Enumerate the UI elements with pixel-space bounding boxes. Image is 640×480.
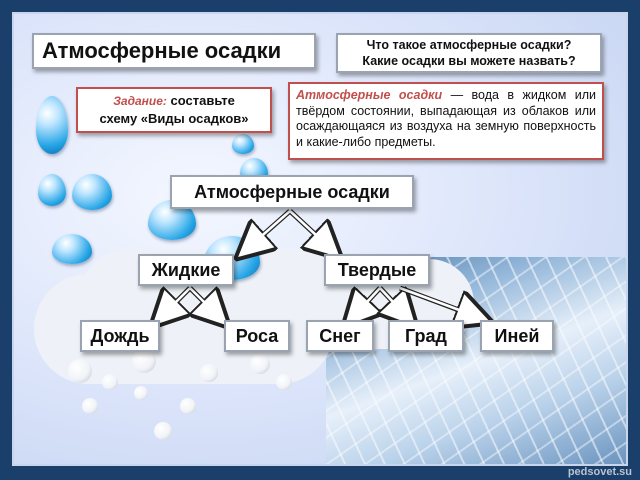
water-drop [232,134,254,154]
water-drop [52,234,92,264]
hail-ball [68,359,92,383]
hail-ball [132,349,156,373]
diagram-root-node: Атмосферные осадки [170,175,414,209]
question-line-1: Что такое атмосферные осадки? [366,38,572,52]
hail-ball [102,374,118,390]
task-box: Задание: составьте схему «Виды осадков» [76,87,272,133]
task-label: Задание: [113,94,167,108]
task-text-1: составьте [170,93,235,108]
diagram-leaf-dew: Роса [224,320,290,352]
hail-ball [134,386,148,400]
hail-ball [82,398,98,414]
diagram-node-solid: Твердые [324,254,430,286]
question-line-2: Какие осадки вы можете назвать? [362,54,576,68]
diagram-leaf-frost: Иней [480,320,554,352]
diagram-leaf-rain: Дождь [80,320,160,352]
hail-ball [154,422,172,440]
slide-background [12,12,628,466]
hail-ball [200,364,218,382]
diagram-leaf-snow: Снег [306,320,374,352]
hail-ball [250,354,270,374]
watermark: pedsovet.su [567,466,632,478]
water-drop [38,174,66,206]
task-text-2: схему «Виды осадков» [99,111,249,126]
definition-term: Атмосферные осадки [296,88,443,102]
task-line-1: Задание: составьте [113,92,235,110]
question-box: Что такое атмосферные осадки? Какие осад… [336,33,602,73]
frost-decoration [326,257,626,464]
diagram-node-liquid: Жидкие [138,254,234,286]
water-drop [36,96,68,154]
hail-ball [180,398,196,414]
hail-ball [276,374,292,390]
water-drop [72,174,112,210]
definition-box: Атмосферные осадки — вода в жидком или т… [288,82,604,160]
definition-text: — вода в жидком или твёрдом состоянии, в… [296,88,596,149]
diagram-leaf-hail: Град [388,320,464,352]
page-title: Атмосферные осадки [32,33,316,69]
